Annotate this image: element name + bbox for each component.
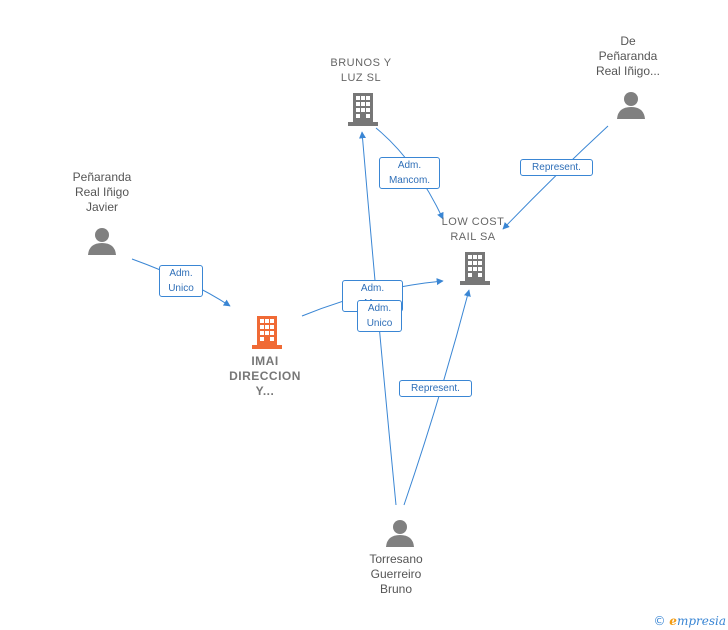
node-label-brunos[interactable]: BRUNOS Y LUZ SL — [316, 56, 406, 86]
edge-label-represent-torresano[interactable]: Represent. — [399, 380, 472, 397]
node-label-line: Real Iñigo... — [595, 64, 661, 78]
edge-label-line: Unico — [366, 318, 393, 329]
edge-label-line: Represent. — [532, 162, 581, 173]
edge-depenaranda-lowcost — [502, 125, 609, 230]
edge-label-line: Unico — [168, 283, 194, 294]
person-icon[interactable] — [385, 518, 415, 548]
person-icon[interactable] — [616, 90, 646, 120]
node-label-line: Torresano — [369, 552, 423, 566]
brand-name: mpresia — [676, 614, 726, 628]
node-label-line: Peñaranda — [72, 170, 132, 184]
empresia-logo[interactable]: © empresia — [653, 614, 726, 628]
edge-label-line: Represent. — [411, 383, 460, 394]
edge-label-adm-mancom[interactable]: Adm. Mancom. — [379, 157, 440, 189]
node-label-line: LOW COST — [441, 216, 505, 228]
node-label-line: BRUNOS Y — [330, 57, 392, 69]
node-label-torresano[interactable]: Torresano Guerreiro Bruno — [348, 552, 444, 597]
edge-label-line: Adm. — [169, 268, 193, 279]
node-label-line: DIRECCION — [229, 369, 301, 383]
node-label-line: Peñaranda — [598, 49, 658, 63]
node-label-line: LUZ SL — [340, 72, 382, 84]
node-label-penaranda-javier[interactable]: Peñaranda Real Iñigo Javier — [54, 170, 150, 215]
building-icon[interactable] — [252, 315, 282, 349]
node-label-line: Guerreiro — [370, 567, 422, 581]
edge-label-represent-de-penaranda[interactable]: Represent. — [520, 159, 593, 176]
node-label-line: Javier — [85, 200, 118, 214]
node-label-low-cost[interactable]: LOW COST RAIL SA — [428, 215, 518, 245]
node-label-line: Y... — [255, 384, 275, 398]
brand-initial: e — [669, 614, 677, 628]
node-label-de-penaranda[interactable]: De Peñaranda Real Iñigo... — [580, 34, 676, 79]
copyright-symbol: © — [653, 614, 666, 628]
node-label-imai[interactable]: IMAI DIRECCION Y... — [217, 354, 313, 399]
edge-label-line: Adm. — [360, 283, 385, 294]
node-label-line: De — [620, 34, 636, 48]
edge-label-line: Adm. — [367, 303, 392, 314]
edge-label-adm-unico-javier[interactable]: Adm. Unico — [159, 265, 203, 297]
edge-torresano-lowcost — [403, 289, 471, 506]
edge-label-line: Mancom. — [388, 175, 431, 186]
node-label-line: Bruno — [379, 582, 413, 596]
building-icon[interactable] — [459, 251, 491, 285]
edge-label-line: Adm. — [397, 160, 422, 171]
node-label-line: IMAI — [251, 354, 279, 368]
edge-label-adm-unico-torresano[interactable]: Adm. Unico — [357, 300, 402, 332]
node-label-line: RAIL SA — [450, 231, 496, 243]
building-icon[interactable] — [348, 92, 378, 126]
person-icon[interactable] — [87, 226, 117, 256]
node-label-line: Real Iñigo — [74, 185, 130, 199]
